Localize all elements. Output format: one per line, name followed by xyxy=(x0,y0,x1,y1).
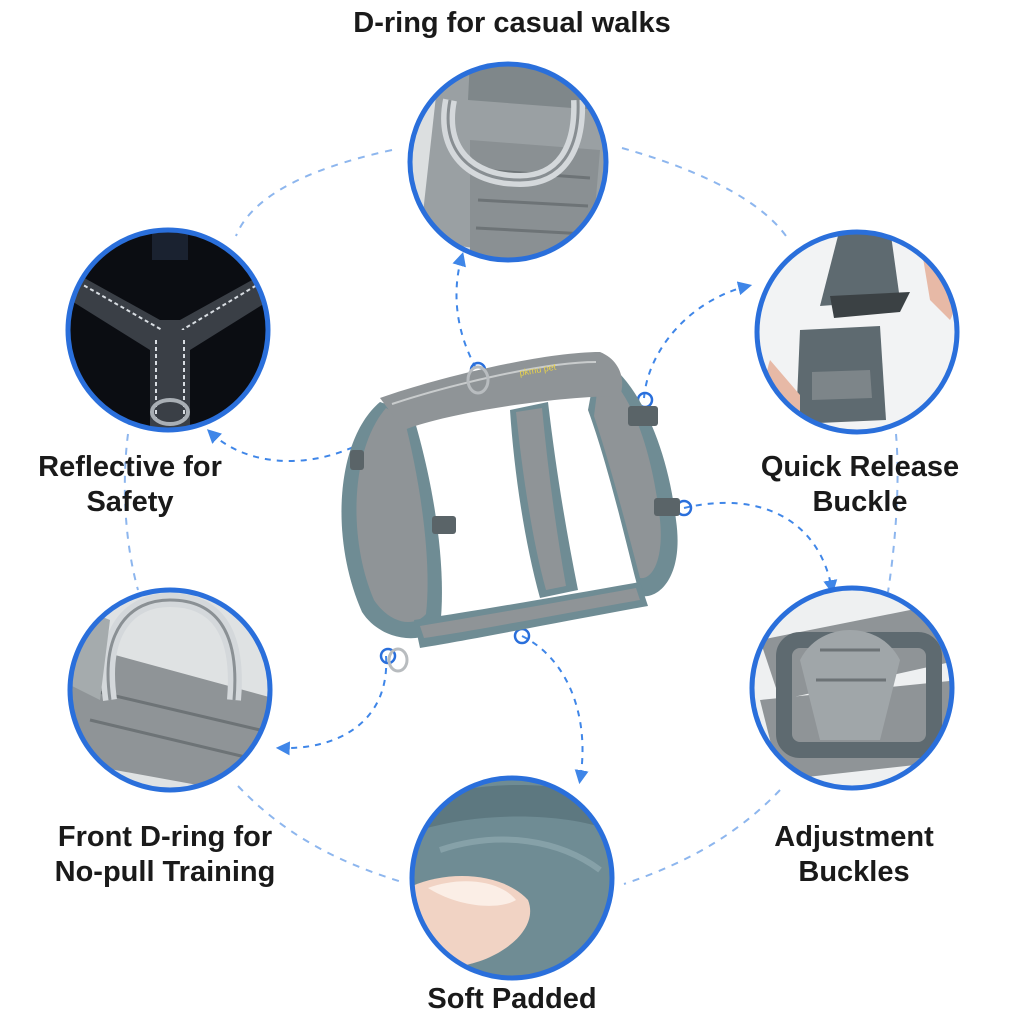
detail-adjustment-buckle xyxy=(749,585,955,791)
label-front-d-ring-no-pull: Front D-ring for No-pull Training xyxy=(20,820,310,890)
label-line: Soft Padded xyxy=(427,983,597,1015)
detail-d-ring-top xyxy=(407,61,609,263)
label-d-ring-casual-walks: D-ring for casual walks xyxy=(0,6,1024,41)
dog-harness: pkmu pet xyxy=(341,352,680,673)
label-adjustment-buckles: Adjustment Buckles xyxy=(724,820,984,890)
callout-arrows xyxy=(206,251,838,785)
label-line: Front D-ring for xyxy=(57,821,273,853)
label-line: No-pull Training xyxy=(54,856,276,888)
label-reflective-safety: Reflective for Safety xyxy=(10,450,250,520)
label-quick-release-buckle: Quick Release Buckle xyxy=(724,450,996,520)
label-line: Adjustment xyxy=(774,821,934,853)
detail-front-d-ring xyxy=(67,587,273,793)
dashed-orbit xyxy=(123,147,899,885)
detail-soft-padding xyxy=(409,775,615,981)
detail-quick-release-buckle xyxy=(754,229,960,435)
detail-reflective xyxy=(65,227,271,433)
label-line: Safety xyxy=(86,486,174,518)
label-line: Buckle xyxy=(812,486,908,518)
label-line: D-ring for casual walks xyxy=(353,7,671,39)
label-line: Buckles xyxy=(798,856,910,888)
label-soft-padded: Soft Padded xyxy=(0,982,1024,1017)
label-line: Quick Release xyxy=(760,451,960,483)
label-line: Reflective for xyxy=(38,451,222,483)
